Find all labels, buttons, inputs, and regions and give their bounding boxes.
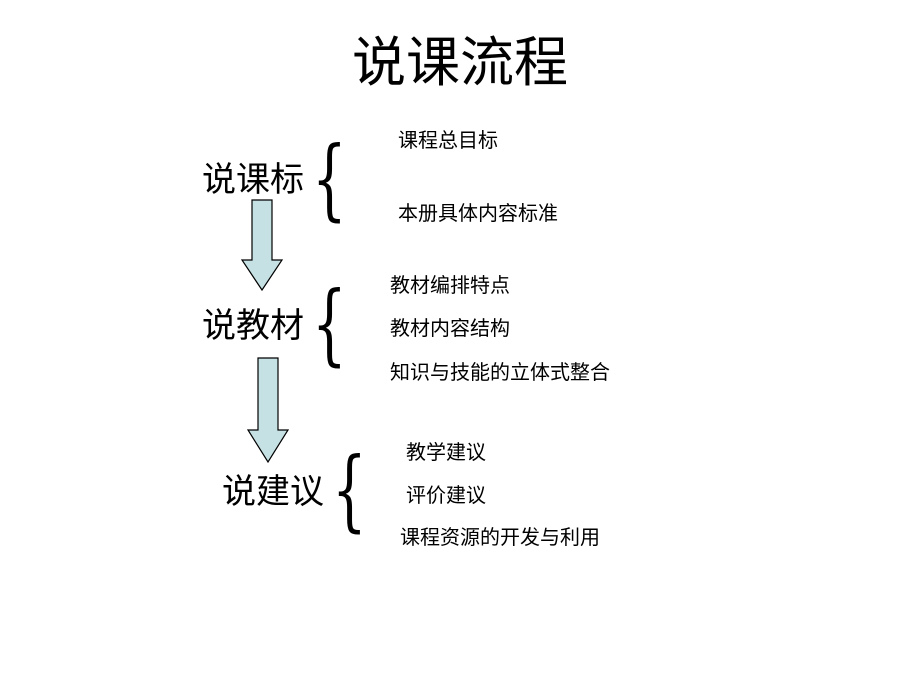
list-item: 知识与技能的立体式整合: [390, 360, 610, 384]
down-arrow-shape: [240, 199, 284, 292]
brace-jiaocai: {: [312, 272, 347, 375]
page-title: 说课流程: [352, 31, 568, 94]
list-item: 评价建议: [406, 483, 486, 507]
section-label-jianyi: 说建议: [222, 472, 324, 512]
brace-kebiao: {: [312, 127, 347, 230]
section-label-jiaocai: 说教材: [202, 306, 304, 346]
brace-jianyi: {: [332, 438, 367, 541]
list-item: 本册具体内容标准: [398, 201, 558, 225]
section-label-kebiao: 说课标: [202, 160, 304, 200]
down-arrow-1: [240, 199, 284, 292]
list-item: 课程总目标: [398, 128, 498, 152]
list-item: 教材编排特点: [390, 273, 510, 297]
list-item: 教学建议: [406, 440, 486, 464]
list-item: 教材内容结构: [390, 316, 510, 340]
down-arrow-2: [246, 357, 290, 464]
list-item: 课程资源的开发与利用: [400, 525, 600, 549]
down-arrow-shape: [246, 357, 290, 464]
